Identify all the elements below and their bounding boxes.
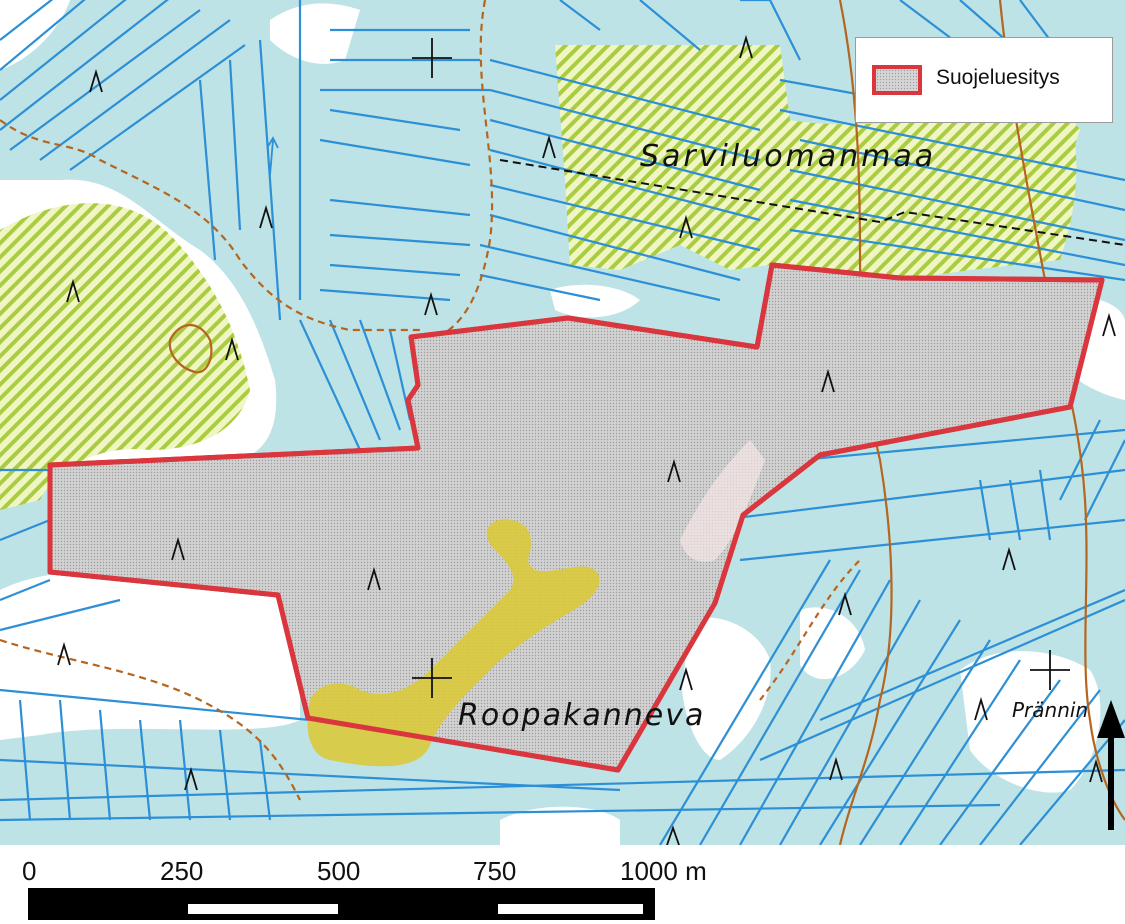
yellow-zone bbox=[307, 519, 600, 767]
place-name-roopakanneva: Roopakanneva bbox=[458, 698, 705, 733]
grid-cross-icons bbox=[412, 38, 1070, 698]
scale-tick-1000: 1000 m bbox=[620, 856, 707, 886]
scale-bar-segment bbox=[498, 904, 643, 914]
boundary-line bbox=[499, 159, 1125, 246]
place-name-pranni: Prännin bbox=[1012, 698, 1088, 722]
legend-swatch-protected bbox=[872, 65, 922, 95]
map-canvas[interactable]: Sarviluomanmaa Roopakanneva Prännin Suoj… bbox=[0, 0, 1125, 845]
mire-patch bbox=[680, 440, 765, 562]
legend-label: Suojeluesitys bbox=[936, 66, 1060, 89]
north-arrow-icon bbox=[1097, 700, 1125, 830]
place-name-sarviluomanmaa: Sarviluomanmaa bbox=[640, 139, 936, 174]
bog-symbols bbox=[57, 34, 1116, 845]
flow-arrow-icon bbox=[266, 136, 279, 176]
tracks bbox=[0, 0, 1125, 845]
scale-bar-segment bbox=[188, 904, 338, 914]
scale-tick-250: 250 bbox=[160, 856, 204, 886]
map-legend: Suojeluesitys bbox=[855, 37, 1113, 123]
scale-tick-0: 0 bbox=[22, 856, 37, 886]
protected-area-outline bbox=[47, 262, 1105, 773]
map-svg: Sarviluomanmaa Roopakanneva Prännin bbox=[0, 0, 1125, 845]
scale-tick-750: 750 bbox=[473, 856, 517, 886]
drainage-ditches bbox=[0, 0, 1125, 845]
scale-tick-500: 500 bbox=[317, 856, 361, 886]
